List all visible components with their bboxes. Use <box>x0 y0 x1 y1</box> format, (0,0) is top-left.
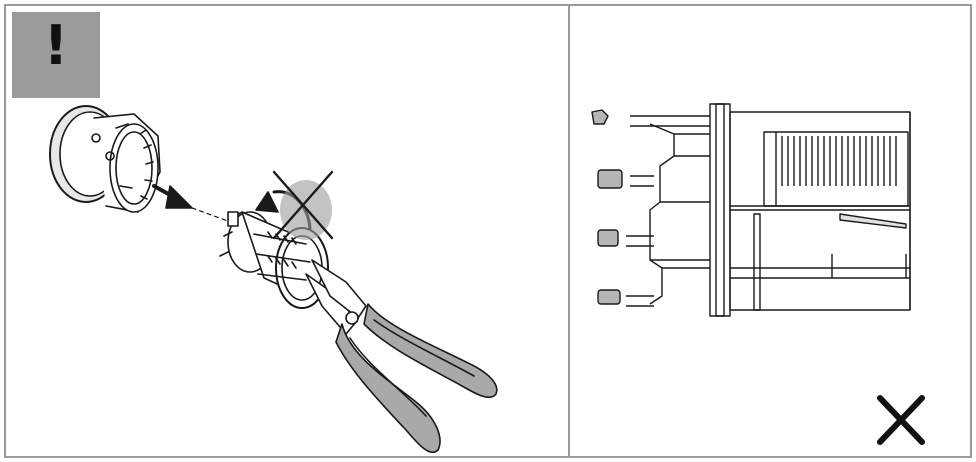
left-panel: ! <box>4 4 570 458</box>
wrong-cross <box>877 395 925 445</box>
spring <box>781 136 897 186</box>
direction-arrow <box>152 184 237 225</box>
warning-icon: ! <box>43 14 69 77</box>
prohibited-cross <box>272 170 334 240</box>
pliers <box>305 259 498 454</box>
warning-badge: ! <box>12 12 100 98</box>
right-panel <box>568 4 972 458</box>
pin-parts <box>591 109 623 305</box>
cylinder-cap <box>49 105 161 213</box>
lock-mechanism-section <box>591 103 925 445</box>
left-illustration <box>49 105 498 454</box>
